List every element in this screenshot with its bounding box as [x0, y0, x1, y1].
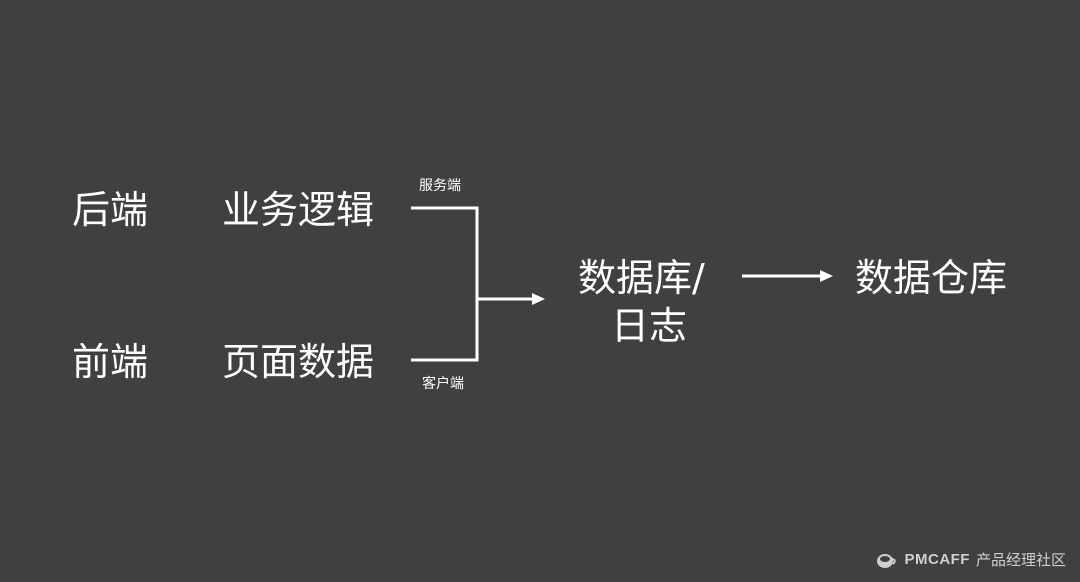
page-data-label: 页面数据 [222, 340, 375, 384]
backend-label: 后端 [72, 188, 149, 232]
database-log-label-line2: 日志 [611, 304, 688, 348]
frontend-label: 前端 [72, 340, 149, 384]
warehouse-arrow-head [820, 270, 833, 282]
merge-arrow-head [532, 293, 545, 305]
data-warehouse-label: 数据仓库 [855, 256, 1008, 300]
client-side-label: 客户端 [422, 376, 464, 392]
watermark-suffix: 产品经理社区 [975, 552, 1066, 569]
coffee-cup-icon [877, 553, 897, 568]
server-side-label: 服务端 [419, 178, 461, 194]
business-logic-label: 业务逻辑 [222, 188, 375, 232]
watermark-brand: PMCAFF [904, 551, 970, 568]
database-log-label-line1: 数据库/ [578, 256, 705, 300]
backend-connector-line [411, 206, 479, 362]
watermark: PMCAFF 产品经理社区 [876, 549, 1066, 570]
